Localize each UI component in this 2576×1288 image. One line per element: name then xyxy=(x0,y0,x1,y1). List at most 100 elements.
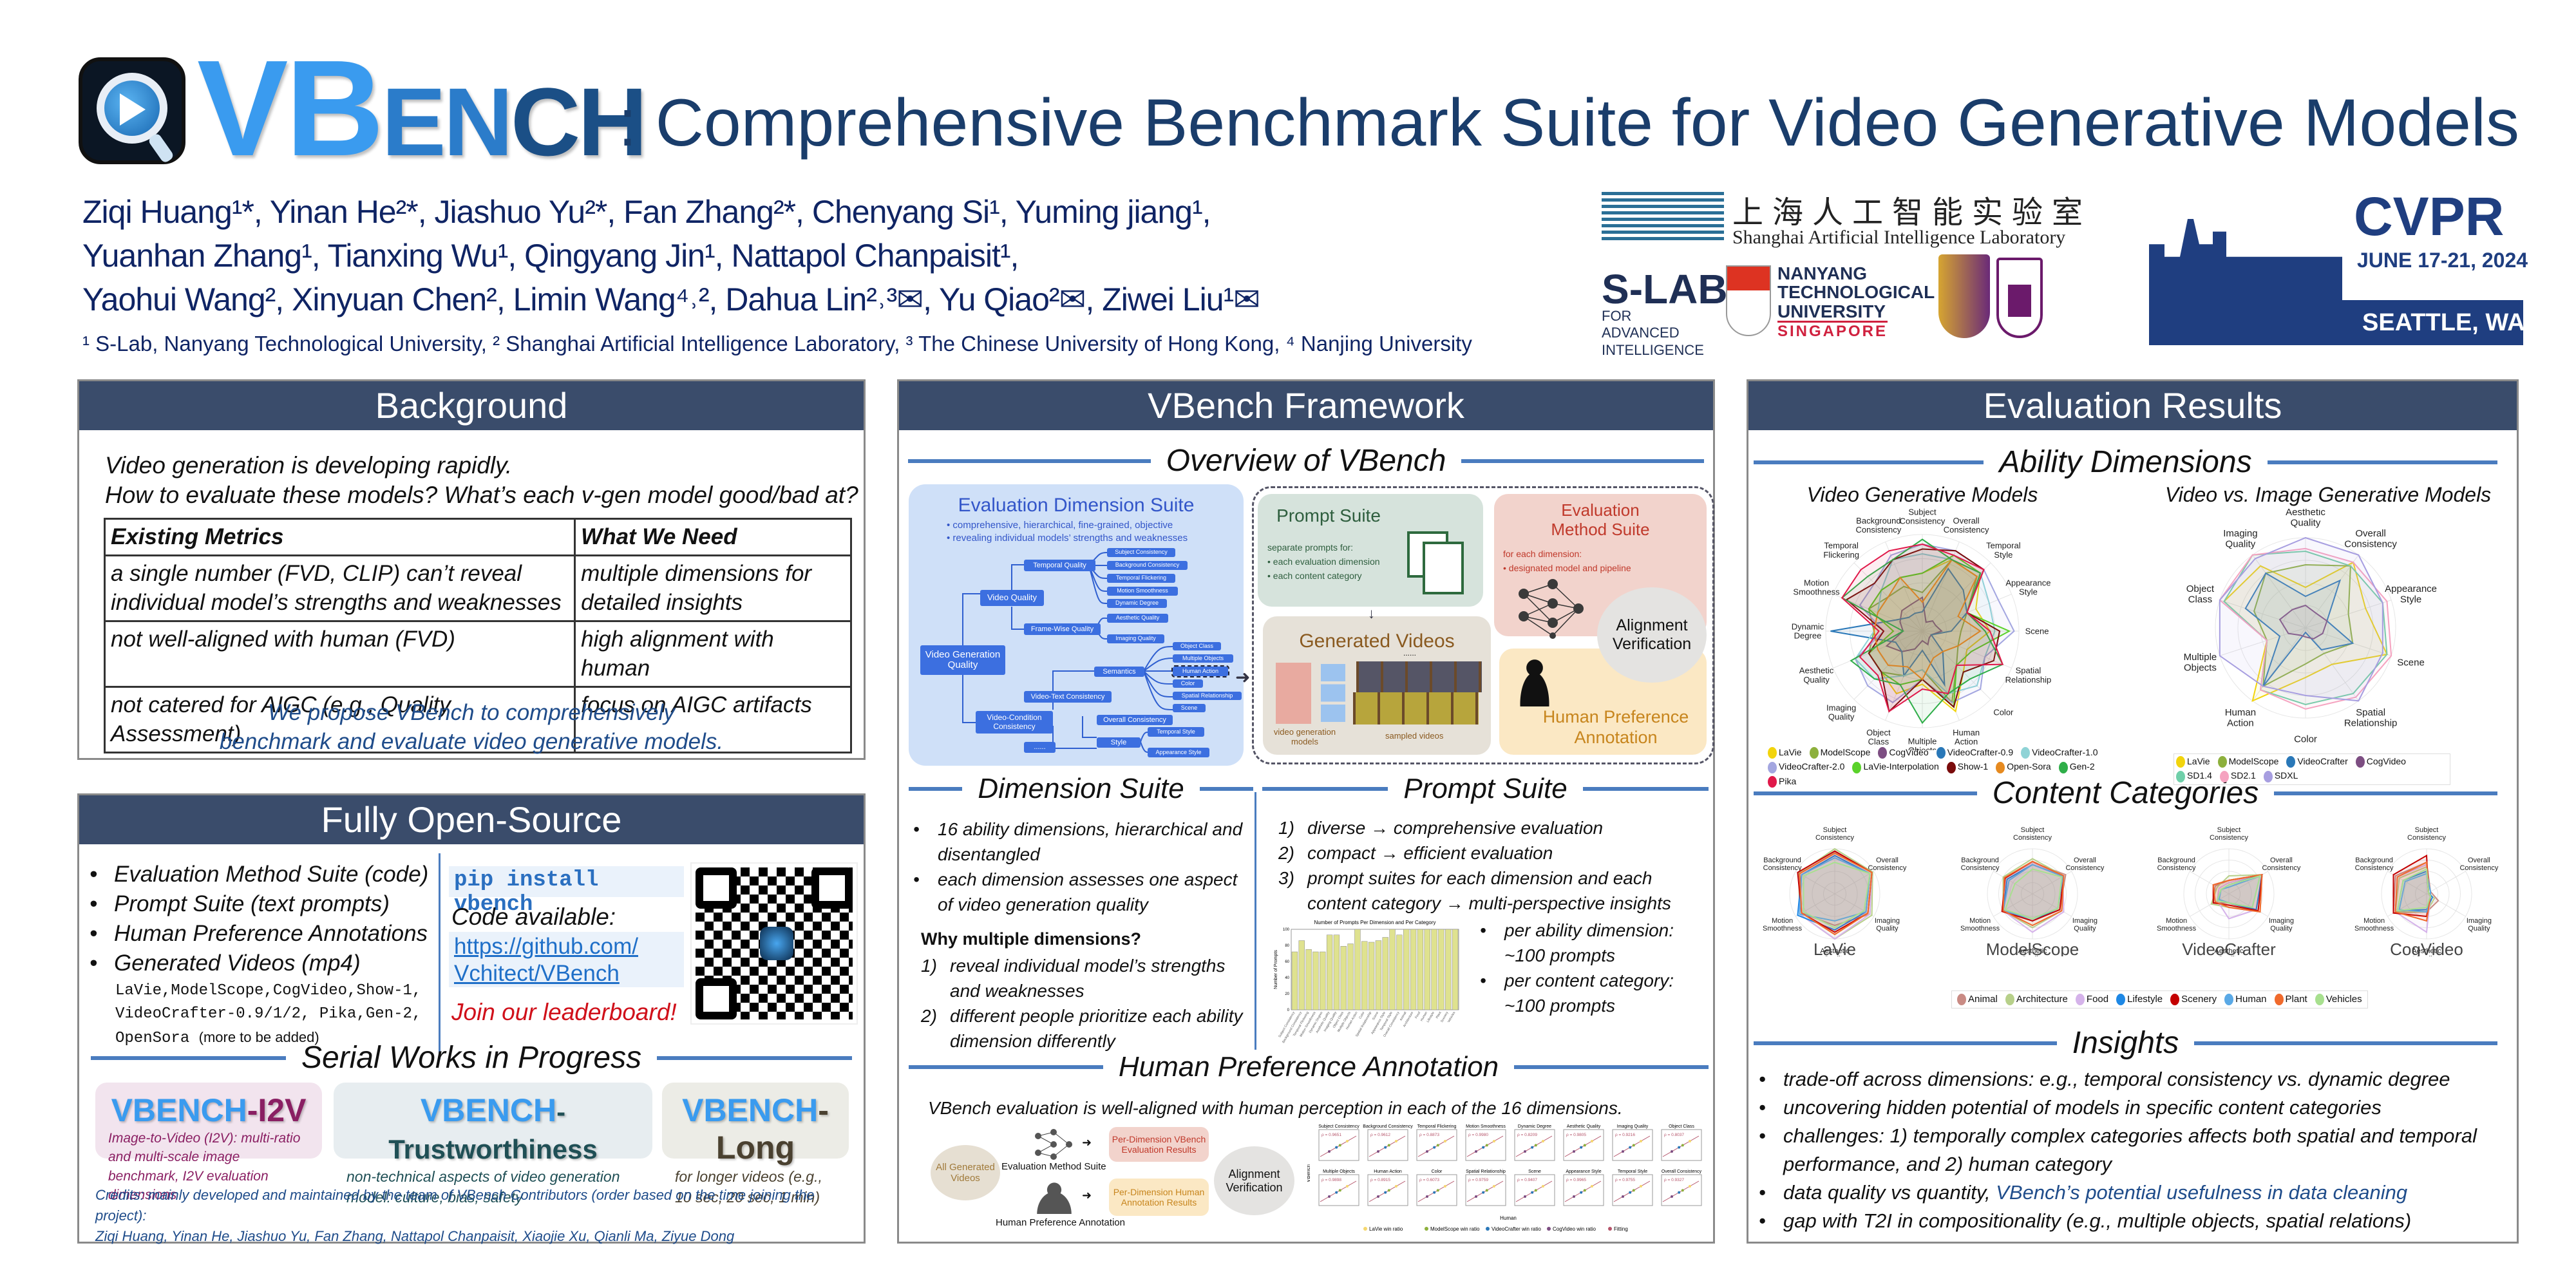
label-word: Quality xyxy=(2468,925,2490,933)
legend-item[interactable]: Pika xyxy=(1768,776,1796,788)
scatter-point xyxy=(1444,1185,1446,1188)
legend-label: Animal xyxy=(1968,994,1998,1005)
radar-series-videocrafter xyxy=(2244,572,2354,687)
bar xyxy=(1333,934,1340,1010)
legend-item[interactable]: SDXL xyxy=(2263,770,2298,782)
rho-label: ρ = 0.8873 xyxy=(1419,1133,1439,1137)
rho-label: ρ = 0.9965 xyxy=(1566,1178,1586,1182)
list-item: per content category: ~100 prompts xyxy=(1475,968,1713,1018)
x-tick-label: Food xyxy=(1414,1011,1421,1019)
legend-item[interactable]: ModelScope xyxy=(1809,747,1870,759)
arrow-icon: ➜ xyxy=(1235,667,1251,687)
shanghai-ai-lab-logo-icon xyxy=(1602,192,1724,243)
label-word: Quality xyxy=(2074,925,2096,933)
label-word: Imaging xyxy=(1875,917,1900,925)
legend-swatch-icon xyxy=(2217,756,2227,768)
scatter-point xyxy=(1387,1144,1390,1147)
legend-item[interactable]: Animal xyxy=(1957,994,1998,1006)
legend-item[interactable]: Food xyxy=(2075,994,2108,1006)
cvpr-logo: CVPR xyxy=(2354,186,2505,247)
y-axis-label: VBench xyxy=(1307,1164,1311,1182)
pipeline-dashed-frame xyxy=(1252,486,1714,764)
bar xyxy=(1375,940,1382,1010)
section-title: VBench Framework xyxy=(899,381,1713,430)
legend-item[interactable]: Architecture xyxy=(2005,994,2068,1006)
legend-item[interactable]: Gen-2 xyxy=(2058,761,2095,773)
legend-item[interactable]: LaVie xyxy=(1768,747,1802,759)
link-line[interactable]: Vchitect/VBench xyxy=(454,961,620,986)
label-word: Background xyxy=(2157,857,2195,864)
affiliations: ¹ S-Lab, Nanyang Technological Universit… xyxy=(82,332,1472,355)
model-line: OpenSora xyxy=(115,1030,190,1047)
bar xyxy=(1291,951,1298,1010)
bullet: comprehensive, hierarchical, fine-graine… xyxy=(952,520,1173,531)
legend-label: SD2.1 xyxy=(2230,770,2256,781)
scatter-panel-title: Appearance Style xyxy=(1566,1170,1601,1174)
legend-swatch-icon xyxy=(2219,770,2229,782)
legend-item[interactable]: Plant xyxy=(2274,994,2307,1006)
label-word: Flickering xyxy=(1823,550,1859,560)
scatter-point xyxy=(1346,1140,1349,1142)
legend-item[interactable]: Lifestyle xyxy=(2116,994,2163,1006)
scatter-point xyxy=(1629,1146,1632,1149)
neural-network-icon xyxy=(1035,1129,1072,1160)
radar-model-name: CogVideo xyxy=(2390,940,2463,956)
legend-item[interactable]: Show-1 xyxy=(1946,761,1988,773)
legend-item[interactable]: ModelScope xyxy=(2217,756,2278,768)
qr-code-icon[interactable] xyxy=(690,862,858,1025)
legend-item[interactable]: VideoCrafter xyxy=(2286,756,2348,768)
serial-card-trustworthiness[interactable]: VBENCH-Trustworthiness non-technical asp… xyxy=(334,1083,652,1206)
section-title: Fully Open-Source xyxy=(79,795,864,844)
legend-item[interactable]: SD2.1 xyxy=(2219,770,2256,782)
label-word: Color xyxy=(1993,707,2014,717)
legend-label: Architecture xyxy=(2016,994,2068,1005)
label-word: Imaging xyxy=(2072,917,2098,925)
fitting-line xyxy=(1564,1135,1602,1157)
legend-swatch-icon xyxy=(2176,770,2185,782)
pip-install-command[interactable]: pip install vbench xyxy=(449,866,684,917)
legend-item[interactable]: LaVie-Interpolation xyxy=(1852,761,1939,773)
legend-item[interactable]: VideoCrafter-2.0 xyxy=(1768,761,1844,773)
card-prefix: VBENCH xyxy=(111,1092,247,1128)
generated-videos-box: Generated Videos ...... video generation… xyxy=(1263,616,1491,755)
radar-axis-label: Color xyxy=(2294,734,2317,744)
serial-card-long[interactable]: VBENCH-Long for longer videos (e.g., 10 … xyxy=(662,1083,849,1206)
scatter-point xyxy=(1629,1191,1632,1194)
label-word: Object xyxy=(2186,583,2215,594)
bar xyxy=(1431,929,1437,1010)
label-word: Imaging xyxy=(2467,917,2492,925)
insight-item: data quality vs quantity, VBench’s poten… xyxy=(1754,1179,2514,1207)
legend-item[interactable]: SD1.4 xyxy=(2176,770,2212,782)
legend-item[interactable]: VideoCrafter-0.9 xyxy=(1936,747,2013,759)
legend-item[interactable]: CogVideo xyxy=(1878,747,1929,759)
bar xyxy=(1361,941,1368,1010)
box-lead: separate prompts for: xyxy=(1267,542,1354,553)
legend-item[interactable]: VideoCrafter-1.0 xyxy=(2021,747,2098,759)
legend-item[interactable]: LaVie xyxy=(2176,756,2210,768)
bullet: designated model and pipeline xyxy=(1508,563,1631,573)
legend-item[interactable]: Scenery xyxy=(2170,994,2217,1006)
legend-item[interactable]: Open-Sora xyxy=(1996,761,2051,773)
box-lead: for each dimension: xyxy=(1503,549,1582,559)
github-link[interactable]: https://github.com/ Vchitect/VBench xyxy=(449,932,684,987)
legend-item[interactable]: Human xyxy=(2224,994,2267,1006)
legend-item[interactable]: CogVideo xyxy=(2355,756,2406,768)
label-word: Consistency xyxy=(2344,538,2397,549)
legend-item[interactable]: Vehicles xyxy=(2315,994,2362,1006)
serial-card-i2v[interactable]: VBENCH-I2V Image-to-Video (I2V): multi-r… xyxy=(95,1083,322,1202)
link-line[interactable]: https://github.com/ xyxy=(454,934,638,959)
radar-axis-label: Scene xyxy=(2025,627,2049,636)
card-prefix: VBENCH xyxy=(682,1092,819,1128)
leaderboard-callout[interactable]: Join our leaderboard! xyxy=(451,999,677,1025)
card-desc: Image-to-Video (I2V): multi-ratio and mu… xyxy=(108,1131,301,1203)
scatter-point xyxy=(1542,1140,1544,1142)
